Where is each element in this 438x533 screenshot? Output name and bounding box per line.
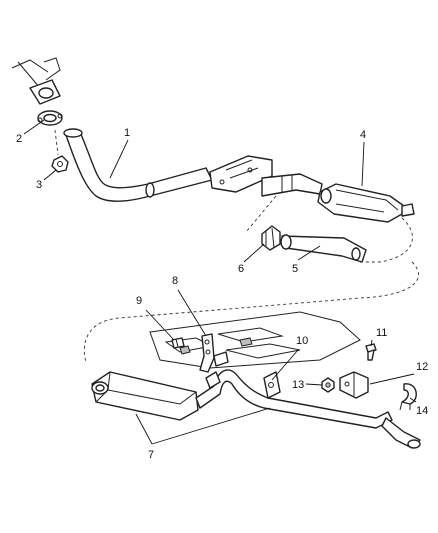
callout-8: 8 [172,275,178,287]
callout-7: 7 [148,449,154,461]
callout-1: 1 [124,127,130,139]
exhaust-pipe [63,128,213,202]
callout-2: 2 [16,133,22,145]
callout-14: 14 [416,405,428,417]
callout-12: 12 [416,361,428,373]
pipe-hanger-bracket [209,155,273,193]
callout-11: 11 [376,327,387,339]
hex-nut [321,377,335,393]
exhaust-clamp [399,383,417,411]
catalytic-converter [317,183,415,223]
intermediate-pipe [261,173,323,197]
muffler-hanger [199,333,229,373]
tailpipe-bracket [205,371,281,399]
tailpipe [195,369,421,449]
muffler [91,371,199,421]
connector-pipe [280,234,367,263]
align-dash-1 [245,195,277,233]
callout-13: 13 [292,379,304,391]
callout-10: 10 [296,335,308,347]
align-dash-2 [360,217,413,263]
section-dash-frame [83,261,419,363]
callout-4: 4 [360,129,366,141]
flange-nut [51,155,69,173]
leader-lines [23,119,417,445]
stud-dashline [54,129,59,156]
push-pin-fastener [365,343,377,361]
exhaust-gasket [37,110,63,126]
pipe-clamp [261,225,281,251]
callout-3: 3 [36,179,42,191]
callout-5: 5 [292,263,298,275]
hanger-bolt [171,337,185,349]
floor-pan-outline [149,311,361,369]
callout-6: 6 [238,263,244,275]
manifold-outline [11,57,61,105]
isolator-bracket [339,371,369,399]
callout-9: 9 [136,295,142,307]
